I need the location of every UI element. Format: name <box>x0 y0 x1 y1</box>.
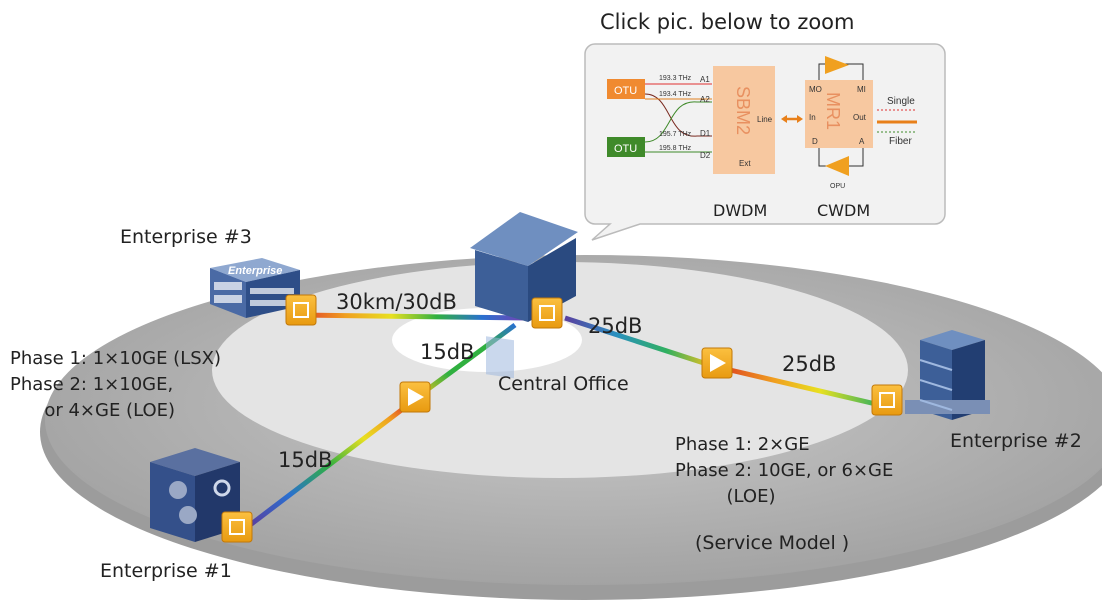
enterprise2-phases: Phase 1: 2×GE Phase 2: 10GE, or 6×GE (LO… <box>675 434 894 507</box>
zoom-hint: Click pic. below to zoom <box>600 10 855 34</box>
freq-193-3: 193.3 THz <box>659 75 692 82</box>
zoom-thumbnail[interactable]: OTU OTU 193.3 THz 193.4 THz 195.7 THz 19… <box>587 44 943 224</box>
opu-label: OPU <box>830 183 845 190</box>
enterprise2-label: Enterprise #2 <box>950 430 1082 452</box>
port-out: Out <box>853 113 867 122</box>
link-amp2-e2 <box>729 367 881 408</box>
mr1-module <box>805 80 873 148</box>
enterprise3-label: Enterprise #3 <box>120 226 252 248</box>
amplifier-enterprise2-link <box>701 347 733 379</box>
enterprise3-building: Enterprise <box>210 258 300 318</box>
otn-box-enterprise2 <box>871 384 903 416</box>
link-e3-central <box>299 312 529 321</box>
amplifier-enterprise1-link <box>399 381 431 413</box>
single-fiber-label-2: Fiber <box>889 136 912 147</box>
port-d1: D1 <box>700 129 711 138</box>
port-in: In <box>809 113 816 122</box>
enterprise2-building <box>905 330 990 420</box>
port-a1: A1 <box>700 75 710 84</box>
sbm2-module <box>713 66 775 174</box>
otu-box-1 <box>607 79 645 99</box>
enterprise1-label: Enterprise #1 <box>100 560 232 582</box>
otu1-label: OTU <box>614 85 637 97</box>
opu-amplifier-icon <box>825 156 849 176</box>
central-office-label: Central Office <box>498 373 629 395</box>
booster-amplifier-icon <box>825 56 849 74</box>
otu2-label: OTU <box>614 143 637 155</box>
port-mi: MI <box>857 85 866 94</box>
link-amp1-e1 <box>248 403 410 527</box>
sbm2-label: SBM2 <box>733 86 753 135</box>
sbm2-line-port: Line <box>757 115 773 124</box>
central-office-building <box>470 212 578 379</box>
port-d2: D2 <box>700 151 711 160</box>
link-label-central-amp2: 25dB <box>588 314 643 338</box>
cwdm-label: CWDM <box>817 201 870 220</box>
single-fiber-label-1: Single <box>887 96 915 107</box>
freq-193-4: 193.4 THz <box>659 91 692 98</box>
service-model-caption: (Service Model ) <box>695 532 850 554</box>
freq-195-8: 195.8 THz <box>659 145 692 152</box>
otn-box-central <box>531 297 563 329</box>
link-label-amp2-e2: 25dB <box>782 352 837 376</box>
port-a2: A2 <box>700 95 710 104</box>
enterprise-sign: Enterprise <box>228 265 282 277</box>
port-d: D <box>812 137 818 146</box>
link-label-amp1-e1: 15dB <box>278 448 333 472</box>
mr1-label: MR1 <box>823 92 843 130</box>
link-central-amp2 <box>564 315 711 368</box>
sbm2-ext-port: Ext <box>739 159 751 168</box>
freq-195-7: 195.7 THz <box>659 131 692 138</box>
link-label-central-amp1: 15dB <box>420 340 475 364</box>
enterprise3-phases: Phase 1: 1×10GE (LSX) Phase 2: 1×10GE, o… <box>10 348 222 421</box>
otn-box-enterprise3 <box>285 294 317 326</box>
port-a: A <box>859 137 865 146</box>
link-label-e3-central: 30km/30dB <box>336 290 457 314</box>
otn-box-enterprise1 <box>221 511 253 543</box>
otu-box-2 <box>607 137 645 157</box>
port-mo: MO <box>809 85 822 94</box>
dwdm-label: DWDM <box>713 201 767 220</box>
link-central-amp1 <box>418 322 517 398</box>
